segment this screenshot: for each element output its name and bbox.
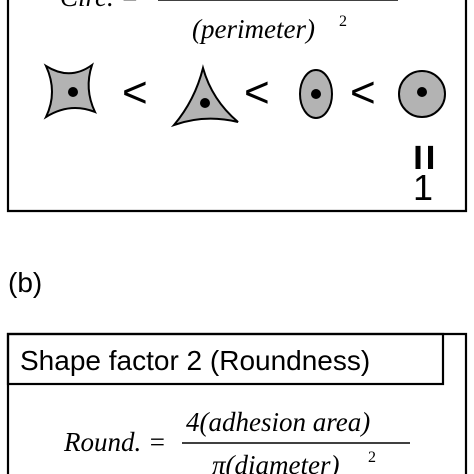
cell-shape-circle <box>398 70 446 118</box>
circularity-value: 1 <box>413 167 433 208</box>
panel-b-header: Shape factor 2 (Roundness) <box>20 345 370 376</box>
nucleus-icon <box>200 98 210 108</box>
circ-denominator: (perimeter) <box>192 14 315 44</box>
circ-formula-lhs: Circ. = <box>60 0 139 12</box>
panel-b-header-box <box>6 332 445 386</box>
circ-denominator-exponent: 2 <box>339 13 347 30</box>
round-denominator: π(diameter) <box>212 450 340 474</box>
nucleus-icon <box>417 87 427 97</box>
equals-sign: = <box>399 144 451 171</box>
round-denominator-exponent: 2 <box>368 449 376 466</box>
cell-shape-ellipse <box>299 69 333 119</box>
round-formula-lhs: Round. = <box>63 427 166 457</box>
round-numerator: 4(adhesion area) <box>186 407 370 437</box>
panel-b: Shape factor 2 (Roundness) Round. = 4(ad… <box>6 332 468 474</box>
cell-shape-triangle <box>170 64 239 128</box>
panel-a: Circ. = (perimeter) 2 < < < = 1 <box>6 0 468 213</box>
less-than-sign-2: < <box>244 68 270 117</box>
less-than-sign-3: < <box>350 68 376 117</box>
panel-b-label: (b) <box>8 267 42 298</box>
panel-a-frame <box>6 0 468 213</box>
cell-shape-star <box>43 62 98 120</box>
less-than-sign-1: < <box>122 68 148 117</box>
nucleus-icon <box>311 89 321 99</box>
nucleus-icon <box>68 87 78 97</box>
